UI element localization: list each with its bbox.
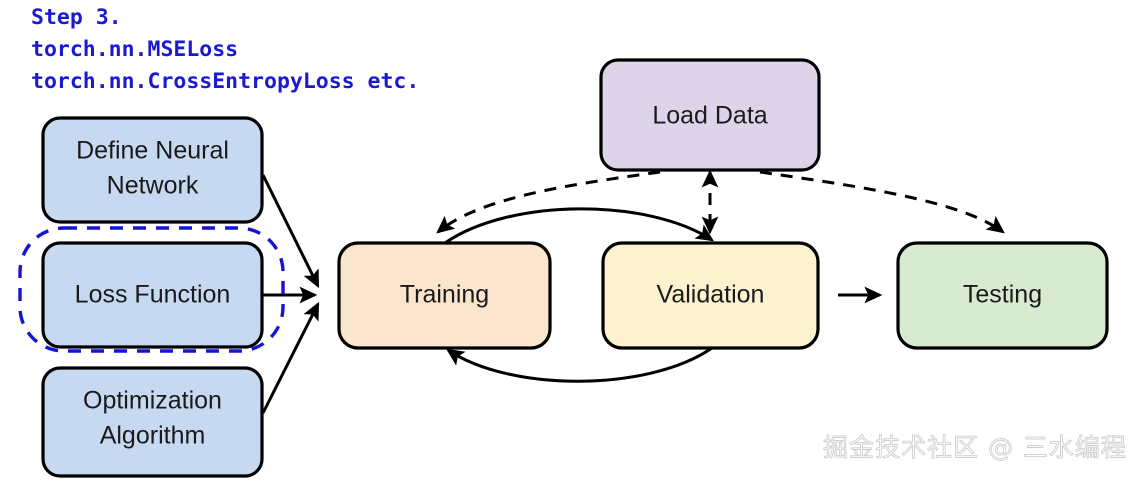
node-training-label: Training	[400, 281, 489, 309]
node-testing[interactable]: Testing	[896, 241, 1109, 350]
node-loss-function[interactable]: Loss Function	[41, 241, 264, 349]
node-load-data-label: Load Data	[652, 102, 767, 130]
node-load-data[interactable]: Load Data	[599, 58, 821, 172]
edge-define-to-training	[261, 174, 320, 289]
node-testing-shape[interactable]	[896, 241, 1109, 350]
edge-optimization-to-training	[261, 301, 320, 414]
node-define-neural-network-label-line1: Define Neural	[76, 137, 229, 165]
loss-function-highlight-box	[18, 226, 285, 353]
node-optimization-algorithm-label-line2: Algorithm	[100, 422, 206, 450]
watermark-text: 掘金技术社区 @ 三水编程	[823, 433, 1127, 462]
node-optimization-algorithm-shape[interactable]	[41, 366, 264, 478]
node-define-neural-network-label-line2: Network	[107, 172, 199, 200]
step-annotation-line-2: torch.nn.MSELoss	[31, 37, 238, 62]
node-optimization-algorithm[interactable]: Optimization Algorithm	[41, 366, 264, 478]
edge-layer	[261, 169, 1005, 414]
node-validation[interactable]: Validation	[601, 241, 820, 350]
node-loss-function-label: Loss Function	[75, 281, 231, 309]
node-define-neural-network-shape[interactable]	[41, 116, 264, 224]
node-training[interactable]: Training	[337, 241, 552, 350]
node-training-shape[interactable]	[337, 241, 552, 350]
node-loss-function-shape[interactable]	[41, 241, 264, 349]
node-define-neural-network[interactable]: Define Neural Network	[41, 116, 264, 224]
node-load-data-shape[interactable]	[599, 58, 821, 172]
node-optimization-algorithm-label-line1: Optimization	[83, 387, 222, 415]
step-annotation-line-3: torch.nn.CrossEntropyLoss etc.	[31, 69, 419, 94]
edge-loaddata-to-testing	[759, 170, 1005, 234]
edge-training-to-validation	[444, 207, 714, 245]
edge-validation-to-training	[446, 346, 713, 383]
node-validation-shape[interactable]	[601, 241, 820, 350]
step-annotation: Step 3. torch.nn.MSELoss torch.nn.CrossE…	[31, 5, 419, 94]
edge-loaddata-to-training	[436, 170, 661, 234]
step-annotation-line-1: Step 3.	[31, 5, 122, 30]
node-testing-label: Testing	[963, 281, 1042, 309]
node-validation-label: Validation	[657, 281, 765, 309]
